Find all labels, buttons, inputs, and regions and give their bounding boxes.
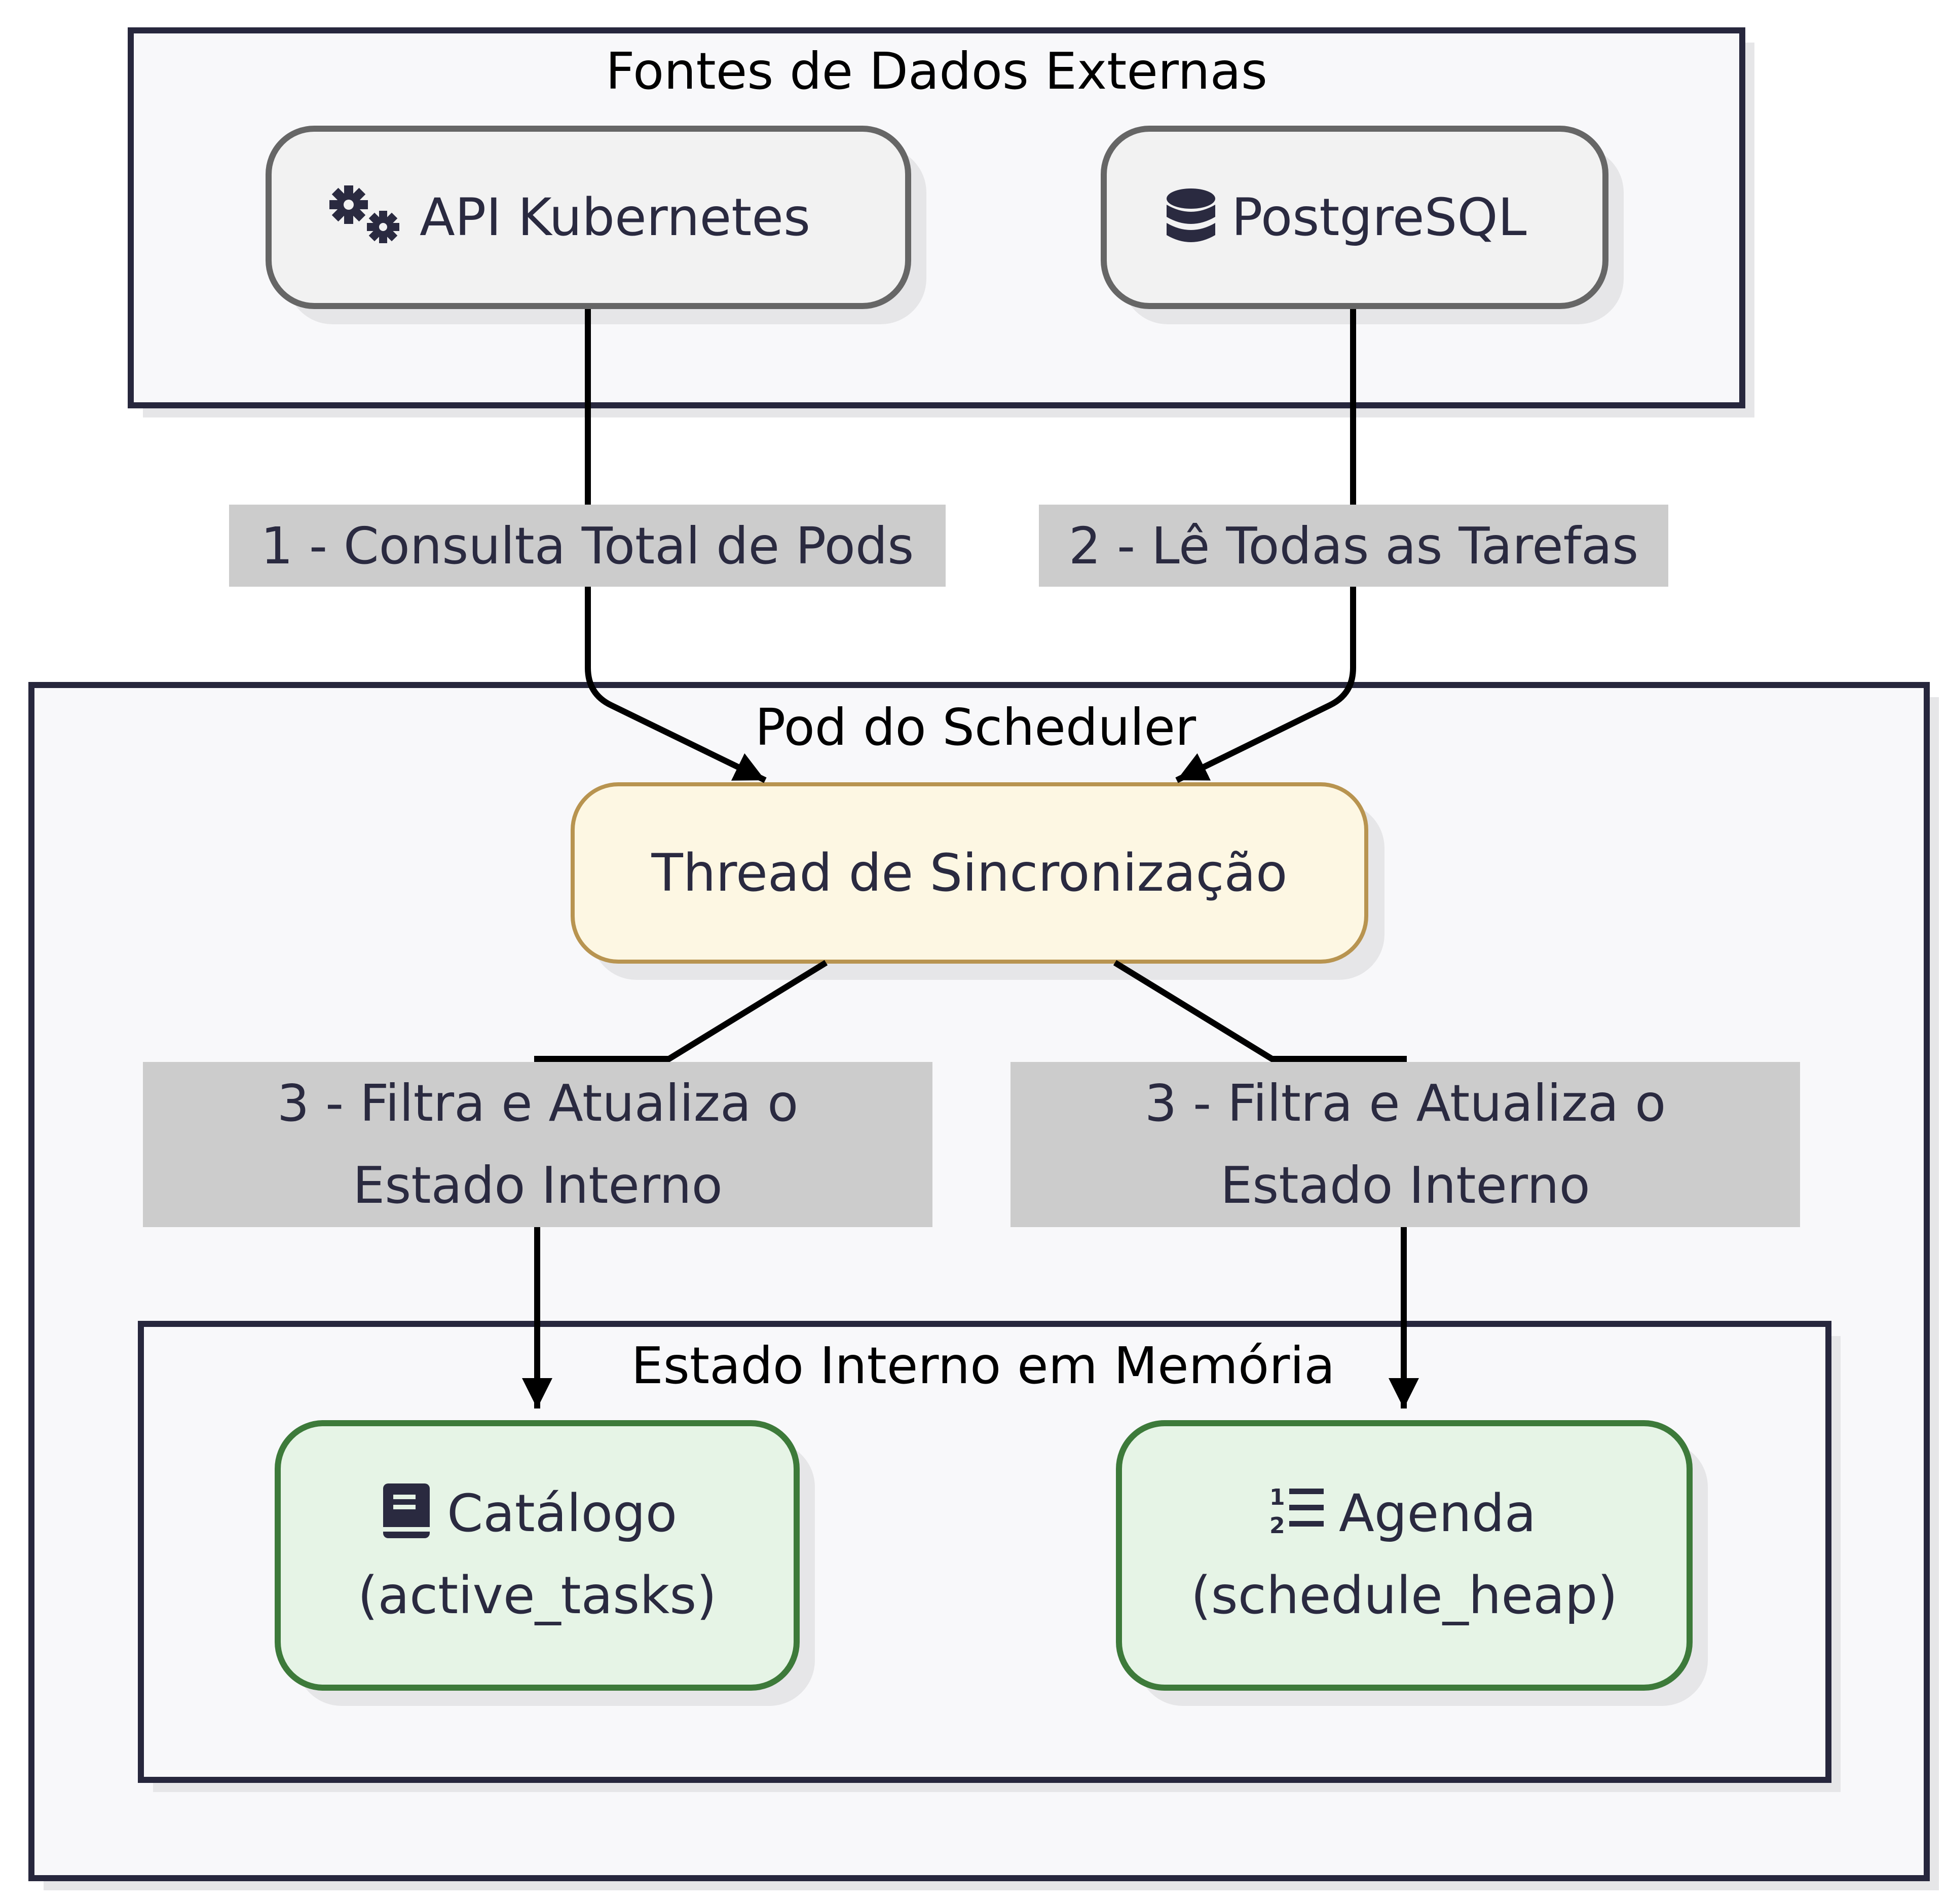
edge-sync-to-agenda [1113,960,1419,1408]
edge-label-line2: Estado Interno [353,1156,723,1215]
edge-label-bg [229,505,946,587]
edge-label-line1: 3 - Filtra e Atualiza o [277,1074,799,1133]
edge-label-bg [143,1062,932,1227]
node-box [571,782,1368,964]
node-k8s-api[interactable]: API Kubernetes [266,126,926,324]
node-box [1116,1420,1693,1691]
node-label: PostgreSQL [1231,187,1527,248]
svg-text:2: 2 [1269,1513,1285,1539]
edge-line [585,309,767,783]
node-label-line1: Catálogo [447,1483,677,1544]
edge-label-text: 2 - Lê Todas as Tarefas [1069,516,1638,576]
node-label: API Kubernetes [420,187,810,248]
edge-label-text: 1 - Consulta Total de Pods [261,516,914,576]
group-title-internal-state: Estado Interno em Memória [631,1336,1335,1395]
edge-sync-to-catalog [522,960,828,1408]
group-title-external: Fontes de Dados Externas [606,42,1267,101]
edge-label-3b: 3 - Filtra e Atualiza o Estado Interno [1011,1062,1800,1227]
edge-line [1175,309,1356,783]
edge-k8s-to-sync [585,309,767,783]
book-icon [383,1483,430,1538]
group-title-scheduler-pod: Pod do Scheduler [755,698,1196,757]
node-box [1101,126,1608,309]
database-icon [1167,188,1215,242]
node-sync-thread[interactable]: Thread de Sincronização [571,782,1384,980]
edge-label-line1: 3 - Filtra e Atualiza o [1145,1074,1666,1133]
node-label-line2: (active_tasks) [358,1566,717,1626]
edge-label-line2: Estado Interno [1220,1156,1590,1215]
numbered-list-icon: 1 2 [1269,1484,1324,1539]
node-catalog[interactable]: Catálogo (active_tasks) [275,1420,815,1706]
edge-postgres-to-sync [1175,309,1356,783]
node-label-line2: (schedule_heap) [1191,1566,1618,1626]
edge-label-bg [1011,1062,1800,1227]
gears-icon [329,185,399,243]
edge-line [1113,960,1419,1408]
node-label: Thread de Sincronização [651,843,1288,903]
node-label-line1: Agenda [1339,1483,1536,1544]
edge-label-1: 1 - Consulta Total de Pods [229,505,946,587]
svg-text:1: 1 [1269,1484,1285,1510]
edge-line [522,960,828,1408]
edge-label-bg [1039,505,1668,587]
node-box [275,1420,800,1691]
edge-label-2: 2 - Lê Todas as Tarefas [1039,505,1668,587]
node-agenda[interactable]: 1 2 Agenda (schedule_heap) [1116,1420,1708,1706]
edge-label-3a: 3 - Filtra e Atualiza o Estado Interno [143,1062,932,1227]
node-box [266,126,911,309]
node-postgres[interactable]: PostgreSQL [1101,126,1624,324]
